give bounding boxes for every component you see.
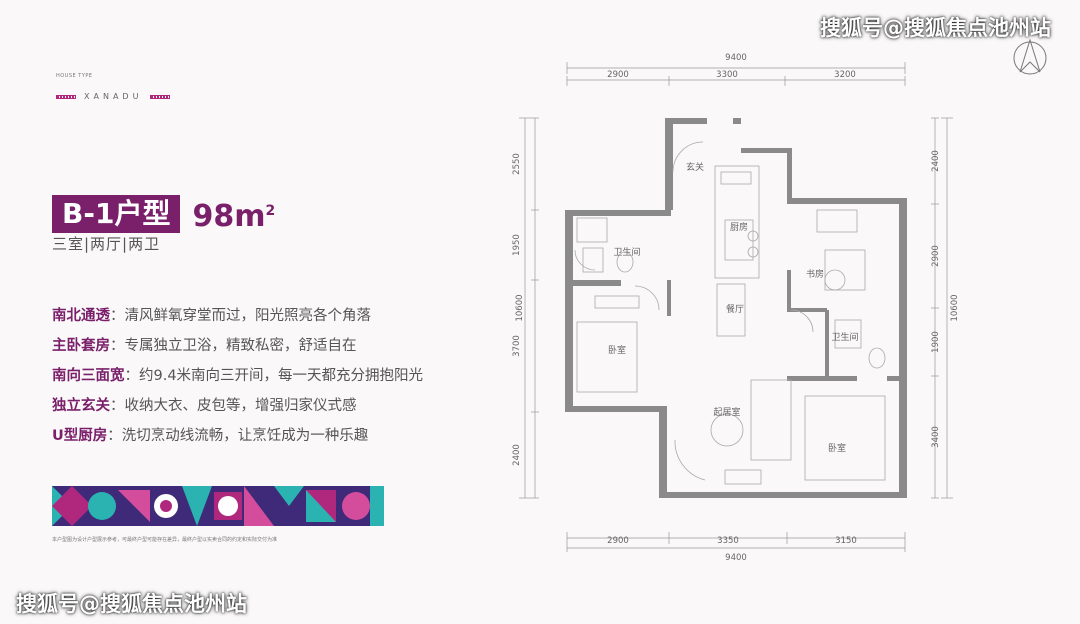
dim-bottom-total: 9400	[725, 553, 747, 563]
dim-left-total: 10600	[515, 294, 525, 321]
feature-item: 南向三面宽：约9.4米南向三开间，每一天都充分拥抱阳光	[52, 364, 423, 394]
dim-right-2: 2900	[931, 245, 941, 267]
brand-row: XANADU	[56, 92, 171, 101]
dimension-labels: 9400 2900 3300 3200 2900 3350 3150 9400 …	[512, 53, 960, 563]
room-bedroom-left: 卧室	[608, 344, 626, 356]
room-bath-1: 卫生间	[613, 246, 640, 258]
unit-area: 98m2	[192, 192, 275, 236]
room-study: 书房	[806, 268, 824, 280]
dim-left-4: 2400	[512, 444, 522, 466]
dim-bottom-2: 3350	[717, 536, 739, 546]
brand-name: XANADU	[84, 92, 143, 101]
feature-label: 独立玄关	[52, 398, 110, 414]
dim-bottom-1: 2900	[607, 536, 629, 546]
brand-ornament-left	[56, 94, 76, 99]
feature-text: ：约9.4米南向三开间，每一天都充分拥抱阳光	[124, 368, 424, 384]
room-living: 起居室	[713, 406, 740, 418]
watermark-top: 搜狐号@搜狐焦点池州站	[820, 16, 1051, 40]
unit-area-value: 98m	[192, 199, 266, 234]
dim-right-4: 3400	[931, 426, 941, 448]
dim-top-1: 2900	[607, 70, 629, 80]
pattern-shapes	[52, 486, 384, 526]
dim-left-2: 1950	[512, 234, 522, 256]
dim-top-3: 3200	[834, 70, 856, 80]
unit-area-superscript: 2	[265, 203, 276, 219]
room-dining: 餐厅	[726, 303, 744, 315]
feature-label: 主卧套房	[52, 338, 110, 354]
dim-top-total: 9400	[725, 53, 747, 63]
feature-item: 主卧套房：专属独立卫浴，精致私密，舒适自在	[52, 334, 423, 364]
feature-label: 南北通透	[52, 308, 110, 324]
house-type-label: HOUSE TYPE	[56, 73, 93, 79]
dim-left-1: 2550	[512, 153, 522, 175]
feature-text: ：收纳大衣、皮包等，增强归家仪式感	[110, 398, 357, 414]
feature-item: 独立玄关：收纳大衣、皮包等，增强归家仪式感	[52, 394, 423, 424]
walls	[565, 118, 907, 498]
room-labels: 玄关 厨房 卫生间 书房 餐厅 卫生间 卧室 起居室 卧室	[608, 161, 859, 454]
dim-right-1: 2400	[931, 150, 941, 172]
dim-top-2: 3300	[716, 70, 738, 80]
disclaimer-text: 本户型图为设计户型展示参考，可最终户型可能存在差异，最终户型以实卖合同的约定和实…	[52, 537, 278, 543]
dim-right-total: 10600	[950, 294, 960, 321]
feature-label: 南向三面宽	[52, 368, 125, 384]
feature-text: ：清风鲜氧穿堂而过，阳光照亮各个角落	[110, 308, 371, 324]
unit-type-title: B-1户型	[52, 195, 181, 233]
dim-left-3: 3700	[512, 335, 522, 357]
dim-right-3: 1900	[931, 331, 941, 353]
feature-text: ：洗切烹动线流畅，让烹饪成为一种乐趣	[107, 428, 369, 444]
room-entry: 玄关	[686, 161, 704, 173]
feature-text: ：专属独立卫浴，精致私密，舒适自在	[110, 338, 357, 354]
feature-list: 南北通透：清风鲜氧穿堂而过，阳光照亮各个角落 主卧套房：专属独立卫浴，精致私密，…	[52, 304, 423, 454]
unit-subtitle: 三室|两厅|两卫	[52, 235, 161, 253]
room-kitchen: 厨房	[730, 221, 748, 233]
feature-item: 南北通透：清风鲜氧穿堂而过，阳光照亮各个角落	[52, 304, 423, 334]
fixtures	[574, 141, 886, 485]
unit-title-row: B-1户型 98m2	[52, 192, 275, 236]
room-bedroom-right: 卧室	[828, 442, 846, 454]
compass-icon	[1013, 38, 1047, 75]
brand-ornament-right	[150, 94, 171, 99]
watermark-bottom: 搜狐号@搜狐焦点池州站	[16, 592, 247, 616]
dim-bottom-3: 3150	[835, 536, 857, 546]
floor-plan: 9400 2900 3300 3200 2900 3350 3150 9400 …	[512, 53, 960, 563]
feature-item: U型厨房：洗切烹动线流畅，让烹饪成为一种乐趣	[52, 424, 423, 454]
geometric-pattern-band	[52, 486, 384, 526]
room-bath-2: 卫生间	[831, 331, 858, 343]
feature-label: U型厨房	[52, 428, 108, 444]
dimension-lines	[519, 62, 953, 552]
